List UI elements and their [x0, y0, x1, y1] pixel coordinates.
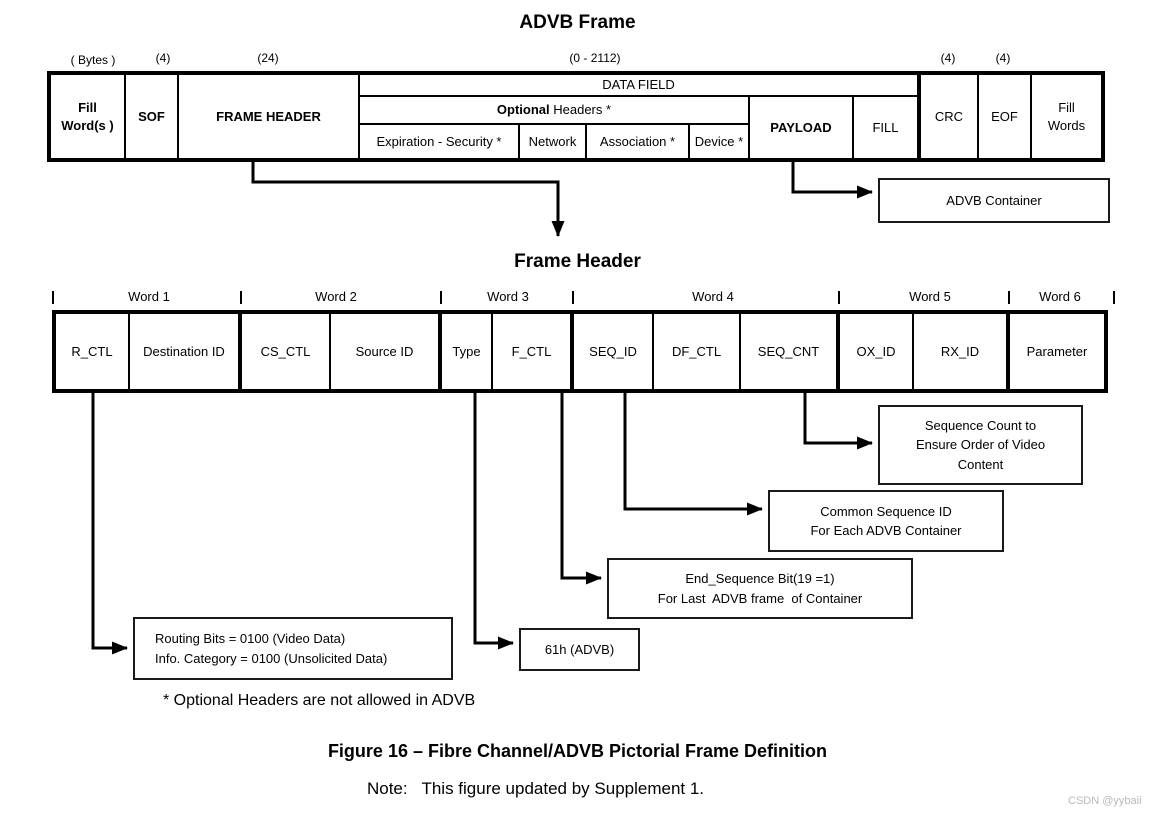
routing-bits-box: Routing Bits = 0100 (Video Data) Info. C…	[133, 617, 453, 680]
word-label-1: Word 1	[128, 289, 170, 304]
cell-device: Device *	[694, 133, 744, 149]
field-seq-id: SEQ_ID	[589, 343, 637, 359]
subcell-divider	[688, 125, 690, 158]
field-divider	[329, 314, 331, 389]
cell-optional-headers: Optional Headers *	[360, 97, 748, 123]
data-field-size-label: (0 - 2112)	[569, 51, 621, 65]
field-f-ctl: F_CTL	[511, 343, 552, 359]
word-divider	[570, 314, 574, 389]
common-seq-id-box: Common Sequence ID For Each ADVB Contain…	[768, 490, 1004, 552]
seq-id-leader-arrow	[623, 392, 763, 516]
word-divider	[238, 314, 242, 389]
field-ox-id: OX_ID	[856, 343, 896, 359]
advb-frame-table-border	[47, 71, 1105, 162]
f-ctl-leader-arrow	[560, 392, 602, 585]
advb-frame-title: ADVB Frame	[519, 12, 636, 33]
word-label-6: Word 6	[1039, 289, 1081, 304]
field-type: Type	[452, 343, 481, 359]
bytes-label: ( Bytes )	[70, 53, 116, 67]
col-divider	[358, 75, 360, 158]
cell-eof: EOF	[991, 108, 1018, 124]
field-divider	[652, 314, 654, 389]
col-divider	[1030, 75, 1032, 158]
field-divider	[491, 314, 493, 389]
col-divider	[124, 75, 126, 158]
frame-header-arrow	[251, 161, 565, 237]
crc-size-label: (4)	[940, 51, 956, 65]
field-divider	[739, 314, 741, 389]
data-field-right-divider	[917, 75, 921, 158]
word-label-2: Word 2	[315, 289, 357, 304]
frame-header-table-border	[52, 310, 1108, 393]
cell-crc: CRC	[934, 108, 964, 124]
frame-header-size-label: (24)	[257, 51, 279, 65]
field-source-id: Source ID	[355, 343, 414, 359]
word-divider	[836, 314, 840, 389]
col-divider	[977, 75, 979, 158]
word-label-5: Word 5	[909, 289, 951, 304]
optional-headers-footnote: * Optional Headers are not allowed in AD…	[163, 692, 476, 709]
figure-note: Note: This figure updated by Supplement …	[366, 779, 705, 798]
word-label-4: Word 4	[692, 289, 734, 304]
field-divider	[912, 314, 914, 389]
word-tick	[240, 291, 242, 304]
subcell-divider	[585, 125, 587, 158]
field-r-ctl: R_CTL	[71, 343, 113, 359]
fill-left-divider	[852, 97, 854, 158]
cell-expiration-security: Expiration - Security *	[376, 133, 502, 149]
col-divider	[177, 75, 179, 158]
advb-container-box: ADVB Container	[878, 178, 1110, 223]
word-divider	[438, 314, 442, 389]
sof-size-label: (4)	[155, 51, 171, 65]
cell-fill-words-end: Fill Words	[1047, 99, 1086, 133]
optional-headers-label: Optional Headers *	[496, 102, 612, 118]
end-sequence-box: End_Sequence Bit(19 =1) For Last ADVB fr…	[607, 558, 913, 619]
word-tick	[1008, 291, 1010, 304]
word-label-3: Word 3	[487, 289, 529, 304]
r-ctl-leader-arrow	[91, 392, 128, 655]
word-tick	[440, 291, 442, 304]
cell-payload: PAYLOAD	[770, 119, 832, 135]
figure-caption: Figure 16 – Fibre Channel/ADVB Pictorial…	[327, 741, 828, 761]
field-df-ctl: DF_CTL	[671, 343, 722, 359]
cell-network: Network	[528, 133, 577, 149]
word-tick	[838, 291, 840, 304]
payload-to-container-arrow	[791, 161, 873, 199]
word-tick	[52, 291, 54, 304]
word-tick	[1113, 291, 1115, 304]
seq-cnt-leader-arrow	[803, 392, 873, 450]
watermark: CSDN @yybaii	[1068, 795, 1142, 807]
field-destination-id: Destination ID	[143, 343, 225, 359]
cell-fill-words-start: Fill Word(s )	[61, 99, 114, 133]
subcell-divider	[518, 125, 520, 158]
data-field-row-divider	[358, 95, 917, 97]
frame-header-title: Frame Header	[514, 251, 641, 272]
sequence-count-box: Sequence Count to Ensure Order of Video …	[878, 405, 1083, 485]
field-seq-cnt: SEQ_CNT	[757, 343, 820, 359]
field-divider	[128, 314, 130, 389]
cell-association: Association *	[599, 133, 676, 149]
field-parameter: Parameter	[1026, 343, 1088, 359]
eof-size-label: (4)	[995, 51, 1011, 65]
word-tick	[572, 291, 574, 304]
cell-frame-header: FRAME HEADER	[216, 108, 321, 124]
cell-fill: FILL	[872, 119, 899, 135]
payload-left-divider	[748, 97, 750, 158]
type-leader-arrow	[473, 392, 514, 650]
cell-data-field: DATA FIELD	[602, 76, 675, 92]
optional-headers-divider	[358, 123, 750, 125]
field-cs-ctl: CS_CTL	[260, 343, 311, 359]
field-rx-id: RX_ID	[940, 343, 980, 359]
cell-sof: SOF	[138, 108, 165, 124]
type-value-box: 61h (ADVB)	[519, 628, 640, 671]
word-divider	[1006, 314, 1010, 389]
